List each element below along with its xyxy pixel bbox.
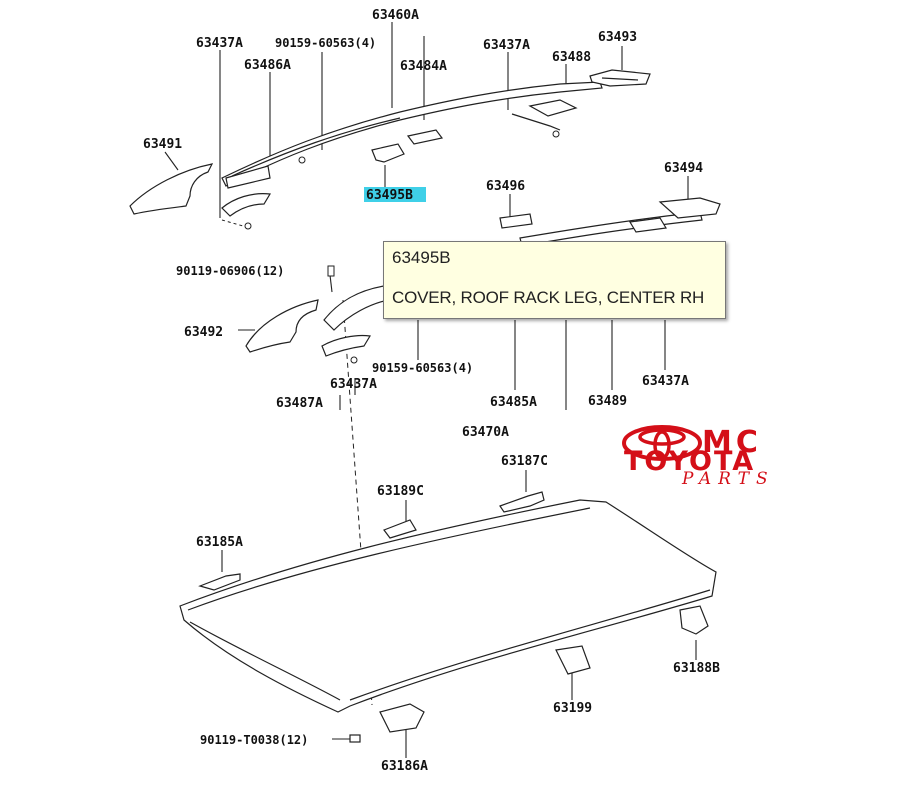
end-cover-63492: [245, 299, 319, 353]
dashed-guide-line: [342, 299, 373, 706]
mc-toyota-logo: MC TOYOTA PARTS: [620, 425, 845, 495]
roof-rack-rail-rh: [499, 197, 721, 247]
leader-lines: [164, 22, 697, 758]
callout-63496[interactable]: 63496: [486, 179, 525, 194]
tooltip-description: COVER, ROOF RACK LEG, CENTER RH: [392, 288, 705, 307]
screw-90119-06906: [327, 265, 335, 277]
callouts: 63437A 90159-60563(4) 63460A 63486A 6348…: [143, 8, 720, 774]
callout-90119-T0038[interactable]: 90119-T0038(12): [200, 733, 308, 747]
callout-63485A[interactable]: 63485A: [490, 395, 537, 410]
toyota-emblem-icon: [622, 425, 702, 461]
callout-63486A[interactable]: 63486A: [244, 58, 291, 73]
roof-rack-rail-lh: [221, 81, 603, 217]
callout-63199[interactable]: 63199: [553, 701, 592, 716]
bolts-upper: [244, 130, 560, 230]
callout-63186A[interactable]: 63186A: [381, 759, 428, 774]
end-cover-63493: [589, 69, 651, 87]
callout-63189C[interactable]: 63189C: [377, 484, 424, 499]
callout-63470A[interactable]: 63470A: [462, 425, 509, 440]
logo-parts-text: PARTS: [682, 469, 775, 489]
bolt-63437A-lower: [350, 356, 358, 364]
callout-63460A[interactable]: 63460A: [372, 8, 419, 23]
callout-63491[interactable]: 63491: [143, 137, 182, 152]
callout-63495B[interactable]: 63495B: [366, 188, 413, 203]
leg-cover-63484A: [406, 129, 444, 145]
callout-90159-60563-1[interactable]: 90159-60563(4): [275, 36, 376, 50]
logo-mc-text: MC: [702, 425, 762, 460]
callout-63492[interactable]: 63492: [184, 325, 223, 340]
callout-63187C[interactable]: 63187C: [501, 454, 548, 469]
callout-90119-06906[interactable]: 90119-06906(12): [176, 264, 284, 278]
callout-highlight-63495B: [364, 187, 426, 202]
callout-63484A[interactable]: 63484A: [400, 59, 447, 74]
callout-63493[interactable]: 63493: [598, 30, 637, 45]
callout-63437A-4[interactable]: 63437A: [642, 374, 689, 389]
callout-63437A-1[interactable]: 63437A: [196, 36, 243, 51]
callout-63188B[interactable]: 63188B: [673, 661, 720, 676]
callout-63488[interactable]: 63488: [552, 50, 591, 65]
callout-63437A-2[interactable]: 63437A: [483, 38, 530, 53]
part-tooltip: 63495B COVER, ROOF RACK LEG, CENTER RH: [383, 241, 726, 319]
logo-toyota-text: TOYOTA: [624, 446, 756, 477]
end-cover-63491: [129, 163, 214, 215]
roof-rack-leg-front-rh: [321, 285, 389, 357]
leg-cover-63488: [511, 99, 578, 131]
tooltip-part-number: 63495B: [392, 248, 451, 267]
leg-cover-63495B: [371, 143, 405, 163]
callout-90159-60563-2[interactable]: 90159-60563(4): [372, 361, 473, 375]
roof-brackets: [198, 491, 709, 743]
roof-panel: [179, 499, 717, 713]
callout-63489[interactable]: 63489: [588, 394, 627, 409]
callout-63437A-3[interactable]: 63437A: [330, 377, 377, 392]
callout-63185A[interactable]: 63185A: [196, 535, 243, 550]
callout-63487A[interactable]: 63487A: [276, 396, 323, 411]
callout-63494[interactable]: 63494: [664, 161, 703, 176]
